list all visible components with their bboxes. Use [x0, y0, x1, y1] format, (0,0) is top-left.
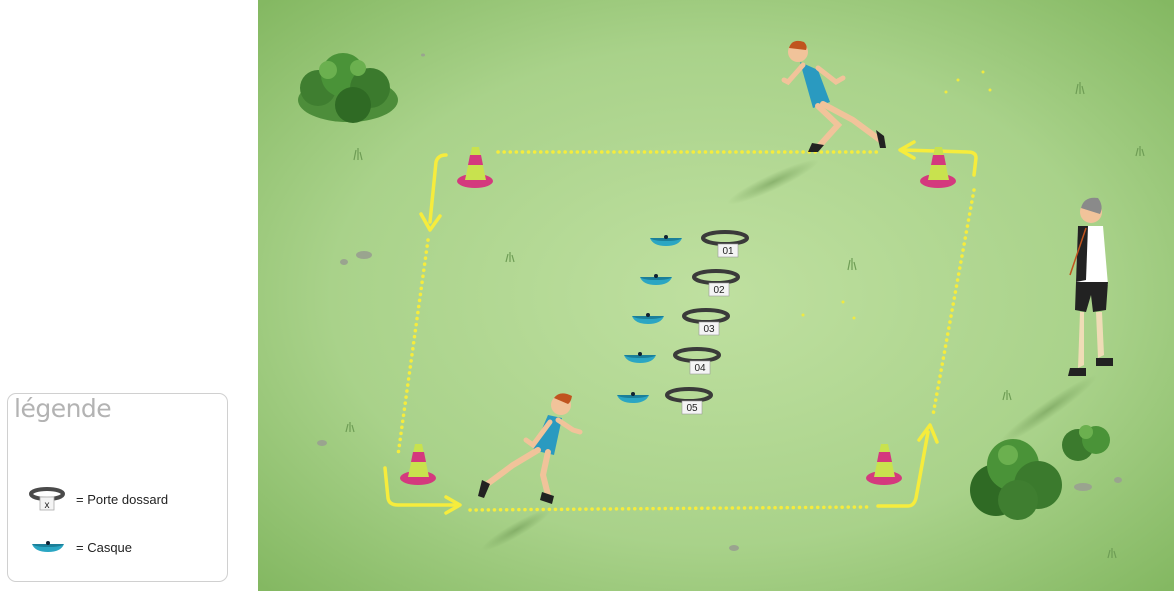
- legend-box: légende x = Porte dossard = Casque: [7, 393, 228, 582]
- legend-item-porte-dossard: x = Porte dossard: [28, 485, 168, 513]
- bib-number-2: 02: [713, 285, 725, 296]
- bib-number-5: 05: [686, 403, 698, 414]
- playing-field: 01 02 03 04 05: [258, 0, 1174, 591]
- casque-icon: [28, 538, 68, 556]
- bib-number-4: 04: [694, 363, 706, 374]
- legend-title: légende: [14, 394, 111, 423]
- bib-number-3: 03: [703, 324, 715, 335]
- bib-number-1: 01: [722, 246, 734, 257]
- legend-label-casque: = Casque: [76, 540, 132, 555]
- legend-item-casque: = Casque: [28, 538, 132, 556]
- legend-bib-symbol: x: [45, 500, 50, 511]
- porte-dossard-icon: x: [28, 485, 68, 513]
- legend-label-porte-dossard: = Porte dossard: [76, 492, 168, 507]
